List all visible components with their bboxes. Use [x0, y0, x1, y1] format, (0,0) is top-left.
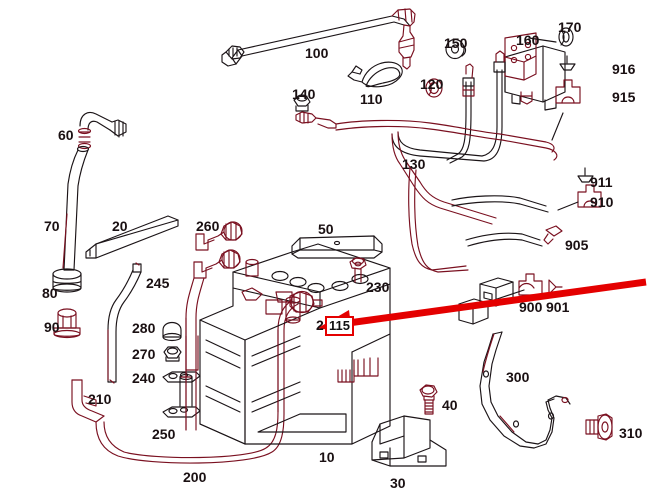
callout-170: 170 — [558, 19, 582, 35]
callout-partially-occluded-220: 2 — [316, 317, 324, 333]
part-140-nut — [293, 94, 311, 112]
part-10-positive-terminal — [265, 290, 323, 315]
part-310-bolt — [585, 413, 613, 441]
part-230-nut — [349, 257, 367, 283]
part-60-hose-collar — [77, 127, 92, 150]
part-60-hose-elbow — [79, 111, 127, 138]
callout-60: 60 — [58, 127, 74, 143]
part-130-branch-to-905 — [451, 195, 549, 247]
part-90-grommet — [53, 308, 81, 339]
part-911-pin — [577, 167, 594, 183]
callout-250: 250 — [152, 426, 176, 442]
part-901-pin-symbol — [548, 279, 563, 295]
callout-50: 50 — [318, 221, 334, 237]
part-300-retaining-bracket — [479, 331, 571, 449]
part-130-harness-main — [335, 119, 558, 161]
callout-901: 901 — [546, 299, 570, 315]
callout-905: 905 — [565, 237, 589, 253]
part-300-bracket-accents — [482, 333, 569, 433]
callout-110: 110 — [360, 91, 383, 107]
part-270-nut — [163, 346, 182, 362]
part-10-battery-case — [199, 283, 391, 445]
part-10-battery-ribs — [205, 335, 347, 433]
part-915-connector — [555, 79, 581, 104]
part-245-accents — [109, 262, 140, 384]
callout-240: 240 — [132, 370, 156, 386]
part-170-bushing — [558, 27, 574, 47]
part-150-washer — [445, 38, 467, 60]
callout-40: 40 — [442, 397, 458, 413]
callout-911: 911 — [590, 174, 613, 190]
part-916-pin — [559, 55, 576, 71]
callout-100: 100 — [305, 45, 329, 61]
part-110-cable-tie — [347, 61, 403, 88]
leader-900 — [493, 289, 525, 301]
part-910-connector — [577, 184, 602, 208]
cable-accent-overlays — [107, 317, 279, 431]
part-280-cap — [162, 321, 182, 342]
callout-310: 310 — [619, 425, 643, 441]
callout-140: 140 — [292, 86, 316, 102]
part-10-side-vent — [337, 357, 379, 383]
leader-160 — [528, 37, 557, 43]
callout-260: 260 — [196, 218, 220, 234]
part-160-tab-terminal — [520, 91, 533, 105]
lead-150-cable — [446, 77, 475, 164]
callout-915: 915 — [612, 89, 636, 105]
callout-916: 916 — [612, 61, 636, 77]
part-40-bolt — [419, 384, 438, 415]
lead-160-cable — [391, 61, 506, 162]
callout-70: 70 — [44, 218, 60, 234]
callout-300: 300 — [506, 369, 530, 385]
part-210-bracket — [71, 379, 105, 423]
part-140-terminal-lug — [295, 111, 337, 129]
lead-160-terminal-top — [495, 50, 505, 63]
callout-20: 20 — [112, 218, 128, 234]
part-130-harness-lower-loop — [408, 167, 469, 273]
callout-270: 270 — [132, 346, 156, 362]
part-20-hold-down-rail — [85, 215, 179, 259]
part-900-connector-symbol — [518, 273, 543, 296]
part-130-harness-branch — [391, 131, 497, 225]
part-120-ring — [425, 78, 443, 98]
callout-245: 245 — [146, 275, 170, 291]
callout-90: 90 — [44, 319, 60, 335]
callout-900: 900 — [519, 299, 543, 315]
part-80-rubber-plug — [52, 268, 82, 293]
callout-230: 230 — [366, 279, 390, 295]
callout-120: 120 — [420, 76, 444, 92]
callout-160: 160 — [516, 32, 540, 48]
lead-150-terminal — [462, 63, 475, 97]
callout-200: 200 — [183, 469, 207, 485]
part-200-negative-cable — [95, 299, 299, 464]
callout-150: 150 — [444, 35, 468, 51]
part-30-tray-bracket — [371, 415, 447, 467]
highlight-callout-115[interactable]: 115 — [325, 316, 354, 336]
part-70-hose-accent — [62, 213, 68, 269]
part-100-connector-head — [391, 8, 416, 70]
part-50-cover-plate — [291, 235, 383, 259]
callout-30: 30 — [390, 475, 406, 491]
leader-910 — [557, 201, 579, 211]
callout-130: 130 — [402, 156, 426, 172]
callout-910: 910 — [590, 194, 614, 210]
part-70-vent-hose — [63, 145, 90, 271]
part-260-clamp-lower — [193, 249, 241, 279]
leader-915 — [551, 112, 564, 141]
part-10-battery-top — [232, 243, 391, 309]
callout-210: 210 — [88, 391, 112, 407]
part-260-clamp-upper — [195, 221, 243, 251]
part-905-terminal — [543, 225, 563, 245]
callout-280: 280 — [132, 320, 156, 336]
callout-80: 80 — [42, 285, 58, 301]
callout-10: 10 — [319, 449, 335, 465]
